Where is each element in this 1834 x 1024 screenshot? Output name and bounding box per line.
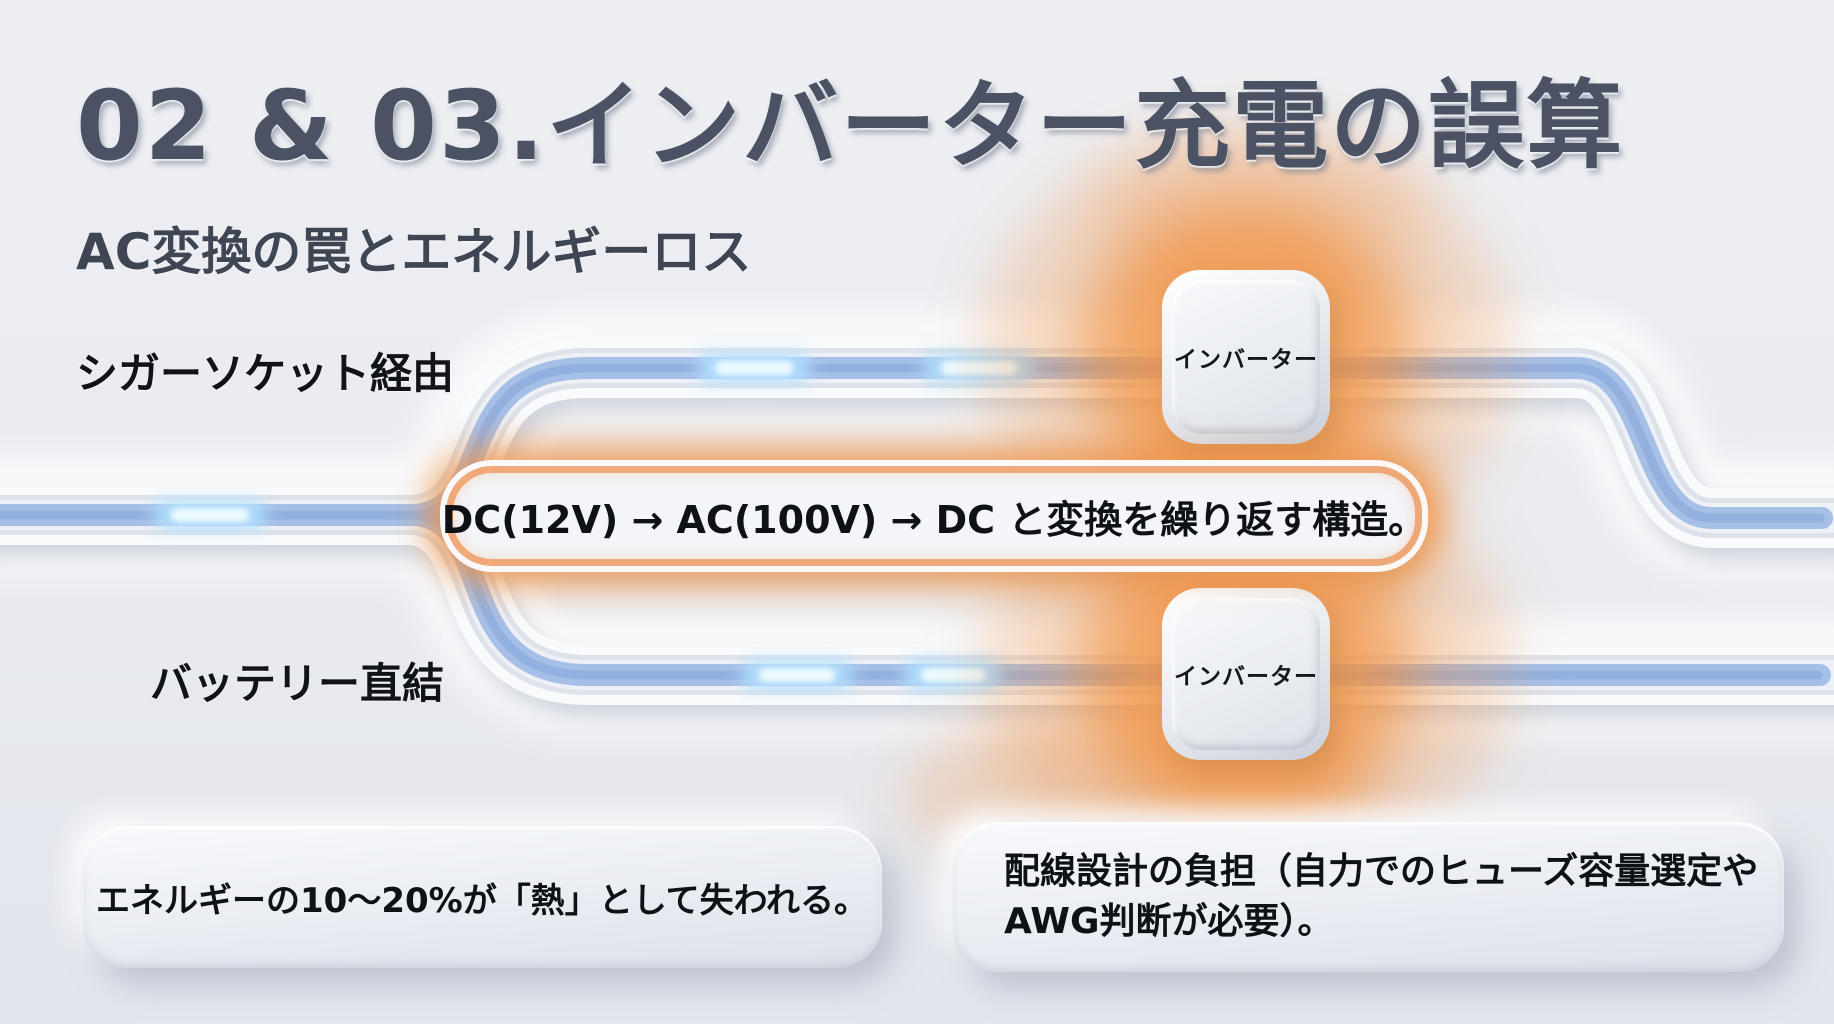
- inverter-button-face-top: インバーター: [1172, 280, 1320, 434]
- wiring-burden-line1: 配線設計の負担（自力でのヒューズ容量選定や: [1004, 850, 1759, 892]
- inverter-label-bottom: インバーター: [1174, 664, 1318, 690]
- heat-glow-pill-halo: [421, 441, 1449, 591]
- energy-loss-callout: エネルギーの10〜20%が「熱」として失われる。: [82, 826, 882, 968]
- inverter-node-top: インバーター: [1162, 270, 1330, 444]
- wiring-burden-callout: 配線設計の負担（自力でのヒューズ容量選定や AWG判断が必要）。: [952, 822, 1784, 972]
- energy-loss-text: エネルギーの10〜20%が「熱」として失われる。: [96, 880, 868, 921]
- conversion-text: DC(12V) → AC(100V) → DC と変換を繰り返す構造。: [441, 497, 1427, 542]
- conversion-callout: DC(12V) → AC(100V) → DC と変換を繰り返す構造。: [442, 466, 1426, 566]
- label-cigar-socket-route: シガーソケット経由: [76, 349, 455, 398]
- inverter-label-top: インバーター: [1174, 347, 1318, 373]
- page-title: 02 & 03.インバーター充電の誤算: [76, 70, 1625, 182]
- wiring-burden-line2: AWG判断が必要）。: [1004, 901, 1334, 942]
- inverter-button-face-bottom: インバーター: [1172, 598, 1320, 750]
- energy-pulse-cores: [171, 361, 1017, 682]
- inverter-node-bottom: インバーター: [1162, 588, 1330, 760]
- label-battery-direct: バッテリー直結: [150, 659, 445, 708]
- page-subtitle: AC変換の罠とエネルギーロス: [76, 223, 752, 281]
